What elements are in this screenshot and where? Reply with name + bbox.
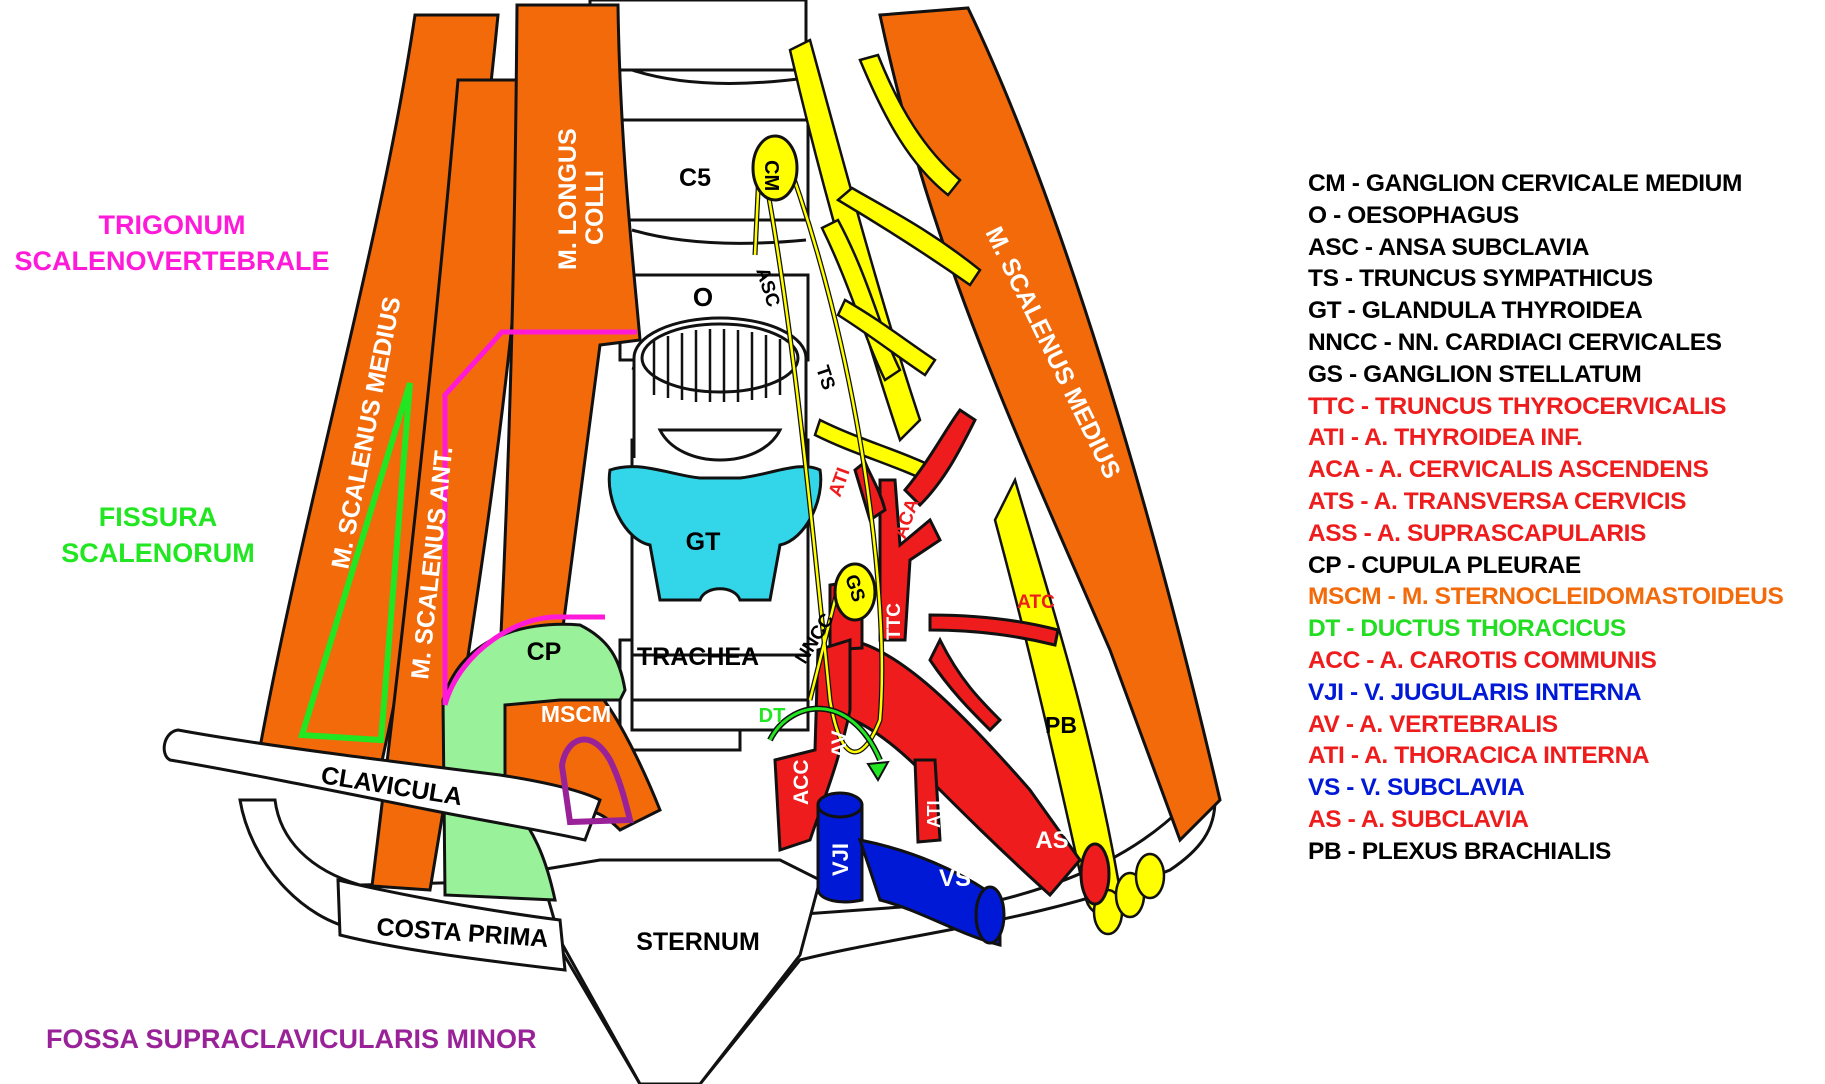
legend-item: VS - V. SUBCLAVIA [1308,772,1823,804]
legend-item: MSCM - M. STERNOCLEIDOMASTOIDEUS [1308,581,1823,613]
trigonum-label-line2: SCALENOVERTEBRALE [14,246,329,276]
c5-label: C5 [679,164,711,192]
fissura-label-line2: SCALENORUM [61,538,255,568]
legend-item: ASS - A. SUPRASCAPULARIS [1308,518,1823,550]
legend-item: AV - A. VERTEBRALIS [1308,709,1823,741]
legend-item: GS - GANGLION STELLATUM [1308,359,1823,391]
legend-item: NNCC - NN. CARDIACI CERVICALES [1308,327,1823,359]
as-cut-end [1081,844,1109,904]
ati-int-label: ATI [924,800,944,828]
legend-item: VJI - V. JUGULARIS INTERNA [1308,677,1823,709]
mscm-label: MSCM [541,701,611,727]
ati-top-label: ATI [825,465,855,500]
as-label: AS [1035,827,1068,854]
legend-item: GT - GLANDULA THYROIDEA [1308,295,1823,327]
legend-item: ATI - A. THORACICA INTERNA [1308,740,1823,772]
legend-item: CP - CUPULA PLEURAE [1308,550,1823,582]
legend-item: PB - PLEXUS BRACHIALIS [1308,836,1823,868]
legend-item: DT - DUCTUS THORACICUS [1308,613,1823,645]
fossa-label: FOSSA SUPRACLAVICULARIS MINOR [46,1024,537,1054]
gt-label: GT [686,528,721,556]
sternum-label: STERNUM [636,928,760,956]
ts-label: TS [811,363,838,393]
vs-label: VS [939,865,971,892]
legend-item: TTC - TRUNCUS THYROCERVICALIS [1308,391,1823,423]
longus-colli-label-line2: COLLI [581,170,609,245]
cm-label: CM [760,160,782,191]
av-label: AV [828,730,851,758]
legend-item: O - OESOPHAGUS [1308,200,1823,232]
trigonum-label-line1: TRIGONUM [99,210,246,240]
acc-label: ACC [790,760,813,806]
dt-label: DT [759,705,786,727]
dt-arrowhead [868,762,888,780]
legend-item: ATS - A. TRANSVERSA CERVICIS [1308,486,1823,518]
legend-item: ATI - A. THYROIDEA INF. [1308,422,1823,454]
legend-item: TS - TRUNCUS SYMPATHICUS [1308,263,1823,295]
legend-item: AS - A. SUBCLAVIA [1308,804,1823,836]
longus-colli-label-line1: M. LONGUS [554,128,582,270]
vji-label: VJI [828,843,853,876]
pb-label: PB [1045,712,1077,738]
ttc-label: TTC [884,603,905,640]
legend-item: ASC - ANSA SUBCLAVIA [1308,232,1823,264]
sternum [540,860,820,1084]
cp-label: CP [527,638,562,666]
trachea-label: TRACHEA [637,643,759,671]
o-label: O [693,282,713,312]
legend-item: ACC - A. CAROTIS COMMUNIS [1308,645,1823,677]
legend-item: CM - GANGLION CERVICALE MEDIUM [1308,168,1823,200]
atc-label: ATC [1017,592,1055,613]
fissura-label-line1: FISSURA [99,502,218,532]
legend-item: ACA - A. CERVICALIS ASCENDENS [1308,454,1823,486]
